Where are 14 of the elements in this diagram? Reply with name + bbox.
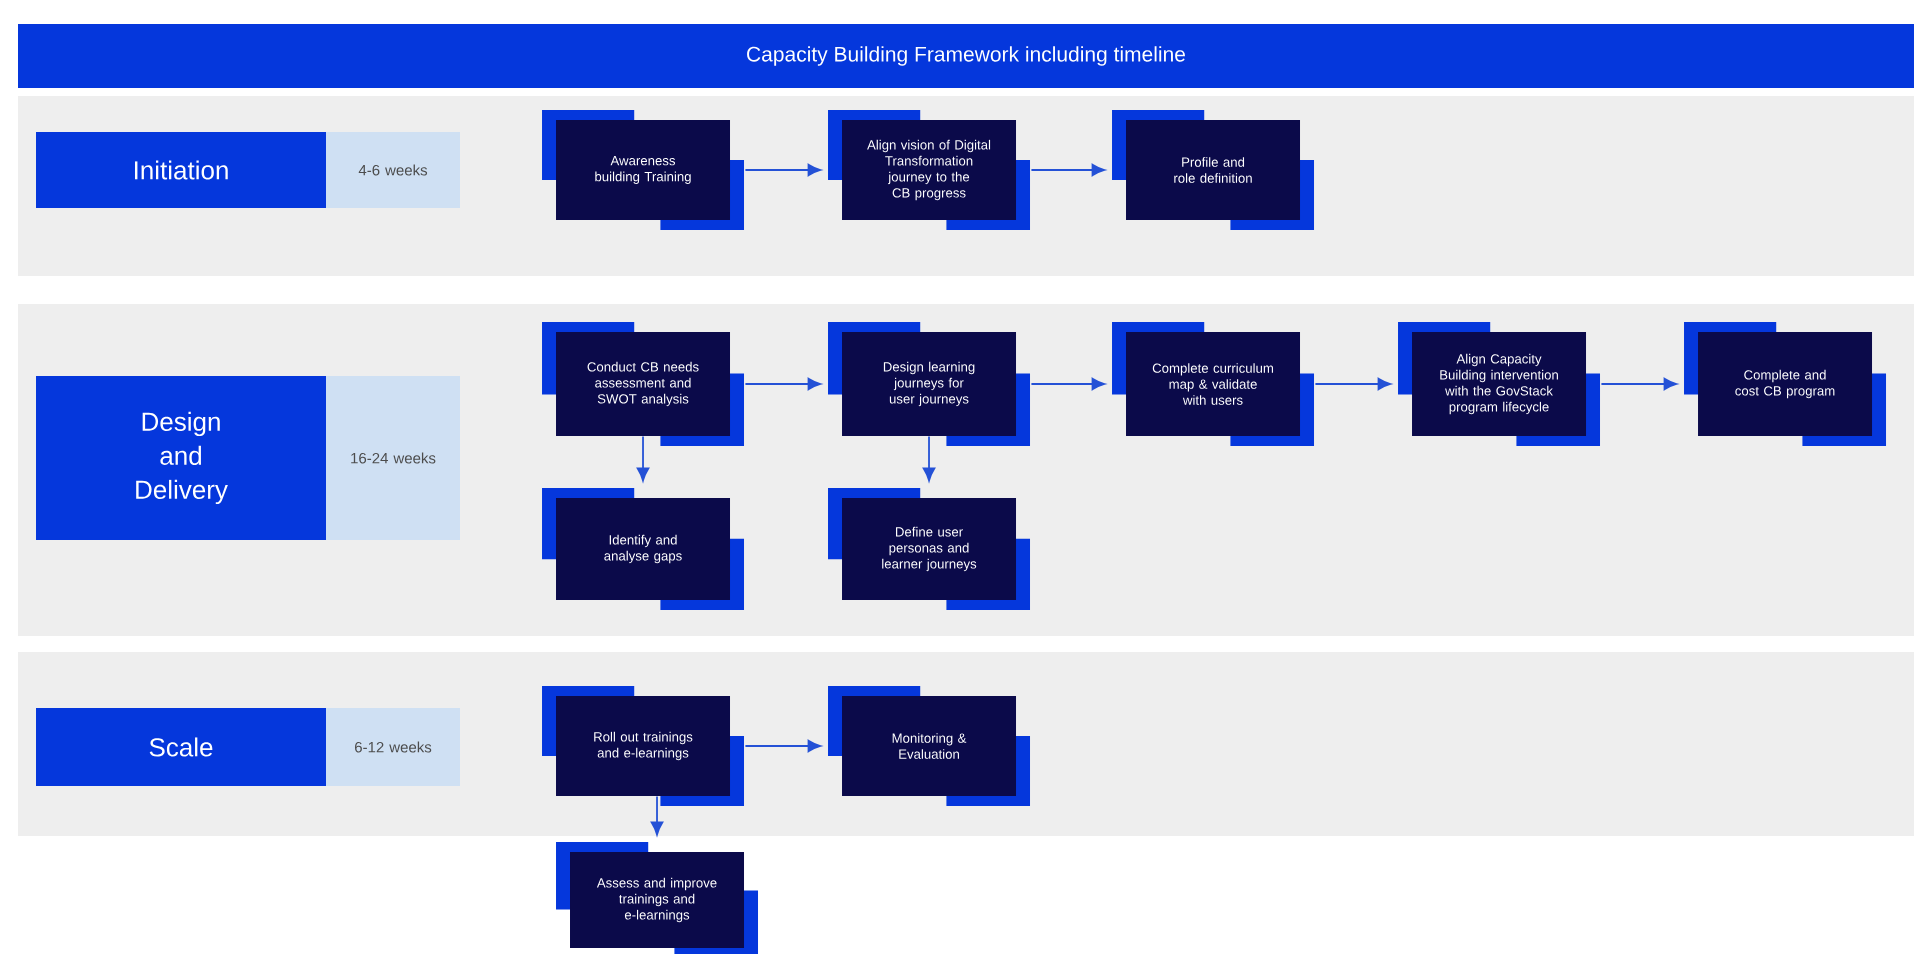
- phase-box: Scale: [36, 708, 326, 786]
- arrow: [1030, 163, 1106, 177]
- arrow: [1314, 377, 1392, 391]
- arrow: [636, 435, 650, 482]
- title-bar: Capacity Building Framework including timeline: [18, 24, 1914, 88]
- arrow: [650, 795, 664, 836]
- arrow: [1030, 377, 1106, 391]
- arrow: [744, 377, 822, 391]
- arrow: [744, 739, 822, 753]
- phase-box: Design and Delivery: [36, 376, 326, 540]
- phase-box: Initiation: [36, 132, 326, 208]
- arrow: [744, 163, 822, 177]
- arrow: [1600, 377, 1678, 391]
- arrow: [922, 435, 936, 482]
